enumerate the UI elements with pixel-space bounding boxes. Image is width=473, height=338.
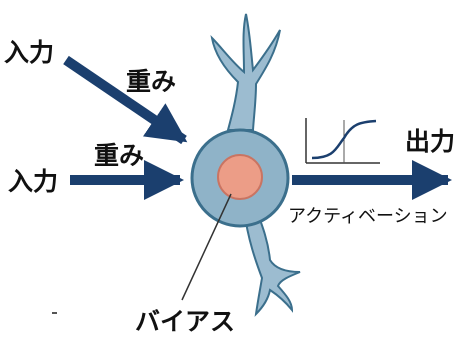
dendrites-top [212, 14, 280, 130]
output-label: 出力 [405, 127, 455, 156]
input-label-1: 入力 [4, 38, 54, 67]
weight-label-1: 重み [126, 67, 176, 96]
weight-label-2: 重み [94, 141, 144, 170]
activation-label: アクティベーション [288, 206, 448, 227]
input-label-2: 入力 [8, 167, 58, 196]
bias-label: バイアス [135, 307, 235, 336]
neuron-nucleus [218, 155, 262, 199]
activation-function-plot [306, 118, 380, 163]
